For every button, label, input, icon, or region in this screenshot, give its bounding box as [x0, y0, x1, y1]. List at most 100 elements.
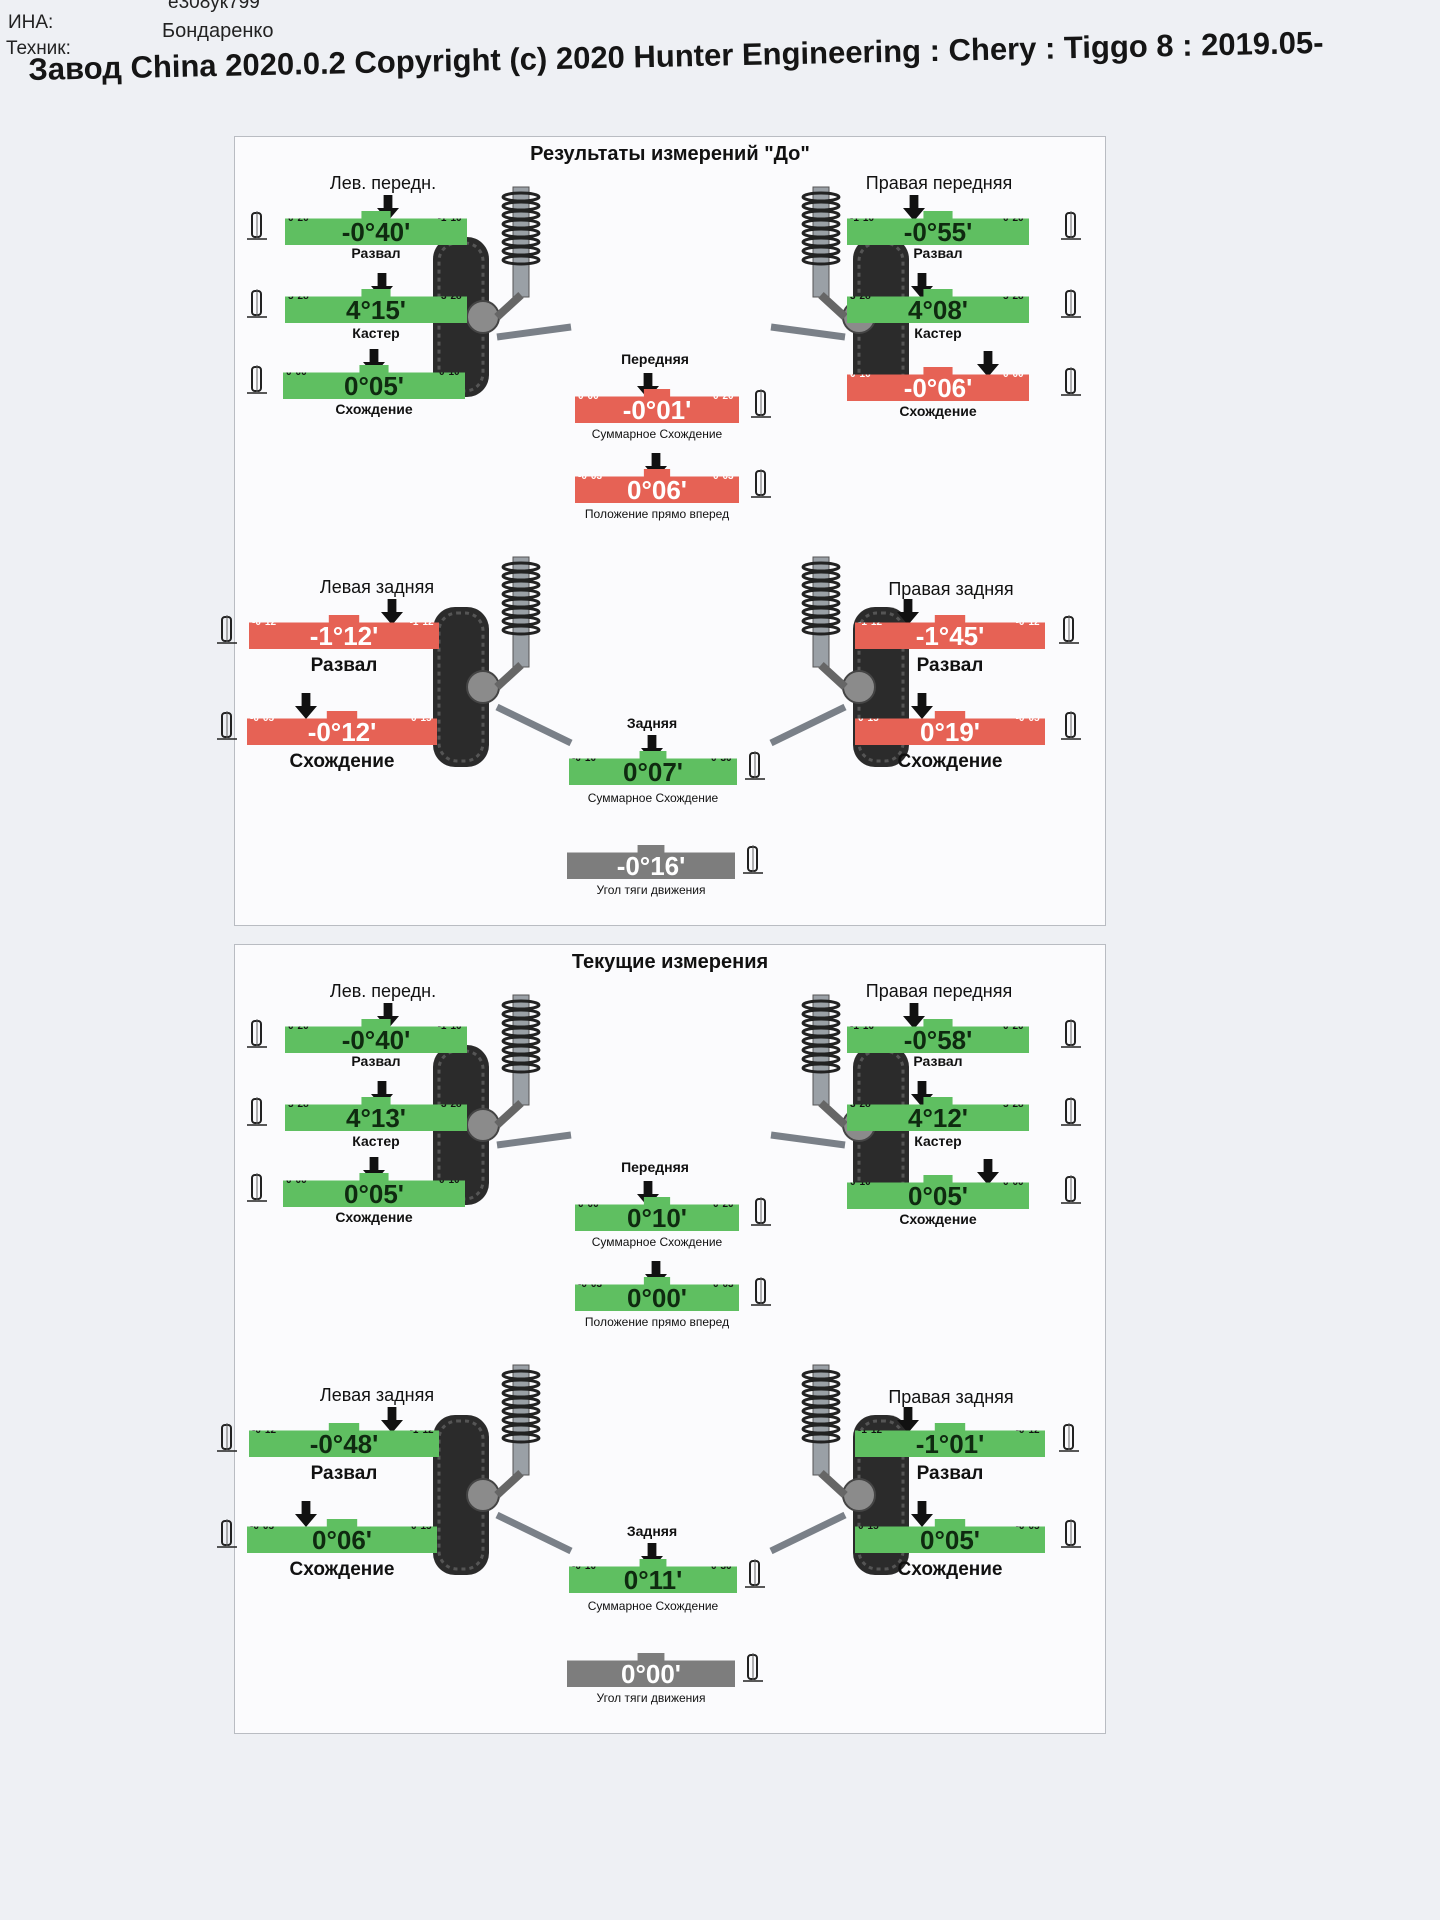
- steering-icon: [747, 1275, 775, 1307]
- rl-toe-gauge: -0°05'0°15'0°06': [247, 1519, 437, 1553]
- gauge-value: -0°40': [285, 219, 467, 245]
- camber-icon: [243, 1017, 271, 1049]
- front-total-toe-label: Суммарное Схождение: [557, 427, 757, 441]
- caster-icon: [1057, 1095, 1085, 1127]
- rl-camber-pointer: [381, 599, 403, 625]
- rl-camber-gauge: -0°12'-1°12'-1°12': [249, 615, 439, 649]
- caster-icon: [1057, 287, 1085, 319]
- rear-left-heading: Левая задняя: [277, 577, 477, 598]
- gauge-value: -0°06': [847, 375, 1029, 401]
- caster-icon: [243, 1095, 271, 1127]
- front-left-heading: Лев. передн.: [283, 981, 483, 1002]
- gauge-value: 0°11': [569, 1567, 737, 1593]
- rl-toe-label: Схождение: [242, 751, 442, 773]
- straight-ahead-gauge: -0°03'0°03'0°06': [575, 469, 739, 503]
- gauge-value: -0°12': [247, 719, 437, 745]
- toe-icon: [747, 387, 775, 419]
- gauge-value: -0°40': [285, 1027, 467, 1053]
- thrust-angle-label: Угол тяги движения: [551, 1691, 751, 1705]
- gauge-value: 0°00': [575, 1285, 739, 1311]
- rear-right-heading: Правая задняя: [851, 579, 1051, 600]
- fr-toe-pointer: [977, 351, 999, 377]
- fl-camber-label: Развал: [276, 1053, 476, 1069]
- rl-toe-gauge: -0°05'0°15'-0°12': [247, 711, 437, 745]
- rear-axle-heading: Задняя: [552, 1523, 752, 1539]
- toe-icon: [1057, 1517, 1085, 1549]
- gauge-value: -0°48': [249, 1431, 439, 1457]
- camber-icon: [1055, 613, 1083, 645]
- front-right-heading: Правая передняя: [839, 981, 1039, 1002]
- panel-before-measurements: Результаты измерений "До" Лев. передн. 0°…: [234, 136, 1106, 926]
- thrust-angle-gauge: -0°16': [567, 845, 735, 879]
- panel-title: Результаты измерений "До": [235, 143, 1105, 166]
- front-total-toe-label: Суммарное Схождение: [557, 1235, 757, 1249]
- front-axle-heading: Передняя: [555, 1159, 755, 1175]
- rl-toe-pointer: [295, 1501, 317, 1527]
- rear-right-heading: Правая задняя: [851, 1387, 1051, 1408]
- gauge-value: 4°13': [285, 1105, 467, 1131]
- camber-icon: [1055, 1421, 1083, 1453]
- toe-icon: [747, 1195, 775, 1227]
- gauge-value: -0°55': [847, 219, 1029, 245]
- rl-camber-pointer: [381, 1407, 403, 1433]
- rl-camber-label: Развал: [244, 655, 444, 677]
- fl-caster-label: Кастер: [276, 325, 476, 341]
- camber-icon: [1057, 209, 1085, 241]
- gauge-value: -0°16': [567, 853, 735, 879]
- gauge-value: 0°06': [575, 477, 739, 503]
- rear-left-heading: Левая задняя: [277, 1385, 477, 1406]
- fl-camber-label: Развал: [276, 245, 476, 261]
- thrust-angle-label: Угол тяги движения: [551, 883, 751, 897]
- panel-current-measurements: Текущие измерения Лев. передн.0°20'-1°10…: [234, 944, 1106, 1734]
- gauge-value: 0°05': [283, 373, 465, 399]
- front-total-toe-gauge: 0°00'0°20'-0°01': [575, 389, 739, 423]
- gauge-value: 4°12': [847, 1105, 1029, 1131]
- thrust-icon: [739, 1651, 767, 1683]
- gauge-value: 0°05': [855, 1527, 1045, 1553]
- toe-icon: [1057, 709, 1085, 741]
- fr-toe-pointer: [977, 1159, 999, 1185]
- fr-toe-label: Схождение: [838, 403, 1038, 419]
- ina-label: ИНА:: [8, 12, 53, 34]
- rl-toe-label: Схождение: [242, 1559, 442, 1581]
- rl-toe-pointer: [295, 693, 317, 719]
- front-right-suspension-image: [767, 177, 917, 407]
- camber-icon: [243, 209, 271, 241]
- gauge-value: 0°05': [283, 1181, 465, 1207]
- gauge-value: 0°00': [567, 1661, 735, 1687]
- rr-toe-label: Схождение: [850, 751, 1050, 773]
- toe-icon: [741, 749, 769, 781]
- rear-total-toe-label: Суммарное Схождение: [553, 1599, 753, 1613]
- thrust-angle-gauge: 0°00': [567, 1653, 735, 1687]
- gauge-value: 0°06': [247, 1527, 437, 1553]
- toe-icon: [243, 363, 271, 395]
- front-right-suspension-image: [767, 985, 917, 1215]
- front-left-heading: Лев. передн.: [283, 173, 483, 194]
- gauge-value: -1°45': [855, 623, 1045, 649]
- toe-icon: [1057, 365, 1085, 397]
- panel-title: Текущие измерения: [235, 951, 1105, 974]
- rear-total-toe-gauge: -0°10'0°30'0°11': [569, 1559, 737, 1593]
- steering-icon: [747, 467, 775, 499]
- toe-icon: [213, 709, 241, 741]
- gauge-value: -0°01': [575, 397, 739, 423]
- gauge-value: 0°10': [575, 1205, 739, 1231]
- fr-toe-label: Схождение: [838, 1211, 1038, 1227]
- camber-icon: [213, 613, 241, 645]
- fr-caster-label: Кастер: [838, 1133, 1038, 1149]
- toe-icon: [213, 1517, 241, 1549]
- fr-caster-label: Кастер: [838, 325, 1038, 341]
- gauge-value: 0°19': [855, 719, 1045, 745]
- thrust-icon: [739, 843, 767, 875]
- gauge-value: 0°05': [847, 1183, 1029, 1209]
- gauge-value: -1°01': [855, 1431, 1045, 1457]
- gauge-value: 4°08': [847, 297, 1029, 323]
- rr-camber-label: Развал: [850, 1463, 1050, 1485]
- fl-toe-label: Схождение: [274, 401, 474, 417]
- straight-ahead-gauge: -0°03'0°03'0°00': [575, 1277, 739, 1311]
- toe-icon: [243, 1171, 271, 1203]
- rear-total-toe-label: Суммарное Схождение: [553, 791, 753, 805]
- front-total-toe-gauge: 0°00'0°20'0°10': [575, 1197, 739, 1231]
- gauge-value: -1°12': [249, 623, 439, 649]
- fr-camber-label: Развал: [838, 245, 1038, 261]
